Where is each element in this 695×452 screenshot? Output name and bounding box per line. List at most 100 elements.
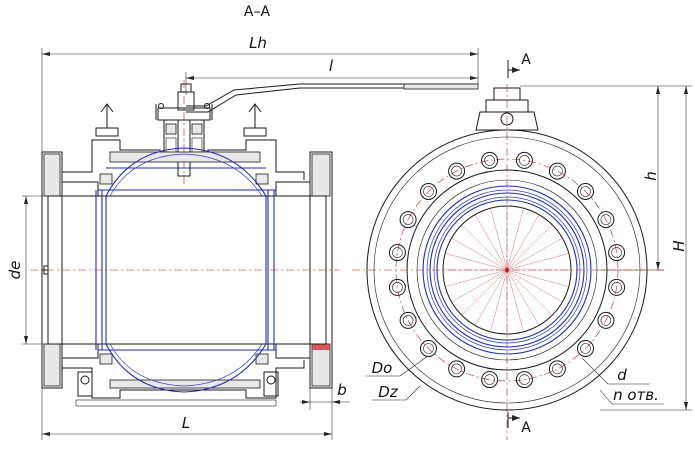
section-marker-top: A xyxy=(507,52,531,78)
bolt-hole-outer xyxy=(399,211,417,229)
center-mark xyxy=(505,268,509,272)
bolt-hole-outer xyxy=(597,211,615,229)
bolt-hole xyxy=(577,340,594,357)
bolt-hole xyxy=(597,211,615,229)
radial-line xyxy=(506,224,553,271)
bolt-hole xyxy=(481,371,499,389)
bolt-hole-inner xyxy=(552,165,563,177)
radial-line xyxy=(506,269,540,326)
leader-n: n отв. xyxy=(599,386,664,405)
bolt-hole-inner xyxy=(484,374,495,385)
body-upper xyxy=(61,139,305,197)
bolt-hole-inner xyxy=(580,186,591,197)
bolt-hole-outer xyxy=(515,151,533,169)
bolt-hole xyxy=(577,183,594,200)
bolt-hole-outer xyxy=(548,360,566,378)
bolt-hole-outer xyxy=(515,371,533,389)
bolt-hole-inner xyxy=(423,186,434,197)
bolt-hole-outer xyxy=(577,183,594,200)
radial-line xyxy=(461,224,508,271)
radial-line xyxy=(474,269,508,326)
bolt-hole-inner xyxy=(451,165,462,177)
bolt-hole-outer xyxy=(399,311,417,329)
radial-line xyxy=(506,253,569,271)
bolt-hole xyxy=(420,183,437,200)
section-marker-bottom: A xyxy=(507,412,531,436)
label-l: l xyxy=(329,57,334,75)
bolt-hole xyxy=(420,340,437,357)
label-h: h xyxy=(642,171,660,181)
bolt-hole-outer xyxy=(548,162,566,180)
leader-do: Do xyxy=(366,355,429,377)
bottom-bolts xyxy=(75,371,279,407)
bolt-hole-inner xyxy=(580,343,591,354)
bolt-hole xyxy=(388,278,406,296)
label-a-bottom: A xyxy=(521,420,531,436)
dimension-L: L xyxy=(41,388,333,440)
bolt-hole-outer xyxy=(448,360,466,378)
label-d: d xyxy=(617,366,627,384)
bolt-hole-outer xyxy=(388,244,406,262)
bolt-hole-outer xyxy=(481,151,499,169)
section-title: A–A xyxy=(244,4,271,20)
bolt-hole-inner xyxy=(402,315,414,326)
bolt-hole xyxy=(548,162,566,180)
bolt-hole xyxy=(399,211,417,229)
dimension-b: b xyxy=(300,381,350,410)
bolt-hole-inner xyxy=(611,282,622,293)
bolt-hole-outer xyxy=(597,311,615,329)
flange-left xyxy=(41,151,99,389)
label-de: de xyxy=(6,261,24,280)
bolt-hole-inner xyxy=(484,155,495,166)
bolt-hole xyxy=(481,151,499,169)
bolt-hole xyxy=(448,360,466,378)
label-lh: Lh xyxy=(249,34,267,52)
bolt-hole-inner xyxy=(600,315,612,326)
bolt-holes xyxy=(388,151,626,389)
radial-line xyxy=(445,253,508,271)
dimension-lh: Lh xyxy=(41,34,479,152)
bolt-hole xyxy=(388,244,406,262)
radial-line xyxy=(451,237,508,271)
bolt-hole xyxy=(515,371,533,389)
bolt-hole-inner xyxy=(600,214,612,225)
bolt-hole xyxy=(608,278,626,296)
radial-line xyxy=(461,269,508,316)
bolt-hole-outer xyxy=(481,371,499,389)
handle-lever xyxy=(177,83,479,113)
bolt-hole-inner xyxy=(519,374,530,385)
bolt-hole-outer xyxy=(420,183,437,200)
label-a-top: A xyxy=(521,52,531,68)
bolt-hole-inner xyxy=(423,343,434,354)
stem-bonnet xyxy=(155,80,213,185)
bolt-hole-outer xyxy=(608,244,626,262)
radial-line xyxy=(445,269,508,287)
bolt-hole-inner xyxy=(519,155,530,166)
radial-line xyxy=(451,269,508,303)
top-bolts xyxy=(95,103,267,137)
bolt-hole xyxy=(448,162,466,180)
leader-dz: Dz xyxy=(372,383,421,401)
bolt-hole-inner xyxy=(451,363,462,375)
radial-line xyxy=(490,269,508,332)
bolt-hole xyxy=(597,311,615,329)
bolt-hole-inner xyxy=(402,214,414,225)
bolt-hole-outer xyxy=(388,278,406,296)
bolt-hole-inner xyxy=(392,247,403,258)
label-L: L xyxy=(182,414,190,432)
radial-line xyxy=(506,269,569,287)
bolt-hole xyxy=(548,360,566,378)
dimension-de: de xyxy=(6,195,48,345)
leader-d: d xyxy=(581,357,650,385)
dimension-h: h xyxy=(520,85,664,271)
bolt-hole-outer xyxy=(420,340,437,357)
bolt-hole xyxy=(399,311,417,329)
radial-line xyxy=(506,269,563,303)
label-dz: Dz xyxy=(378,383,399,401)
radial-line xyxy=(506,269,553,316)
bolt-hole xyxy=(608,244,626,262)
radial-line xyxy=(506,269,524,332)
bolt-hole-outer xyxy=(608,278,626,296)
radial-line xyxy=(506,214,540,271)
